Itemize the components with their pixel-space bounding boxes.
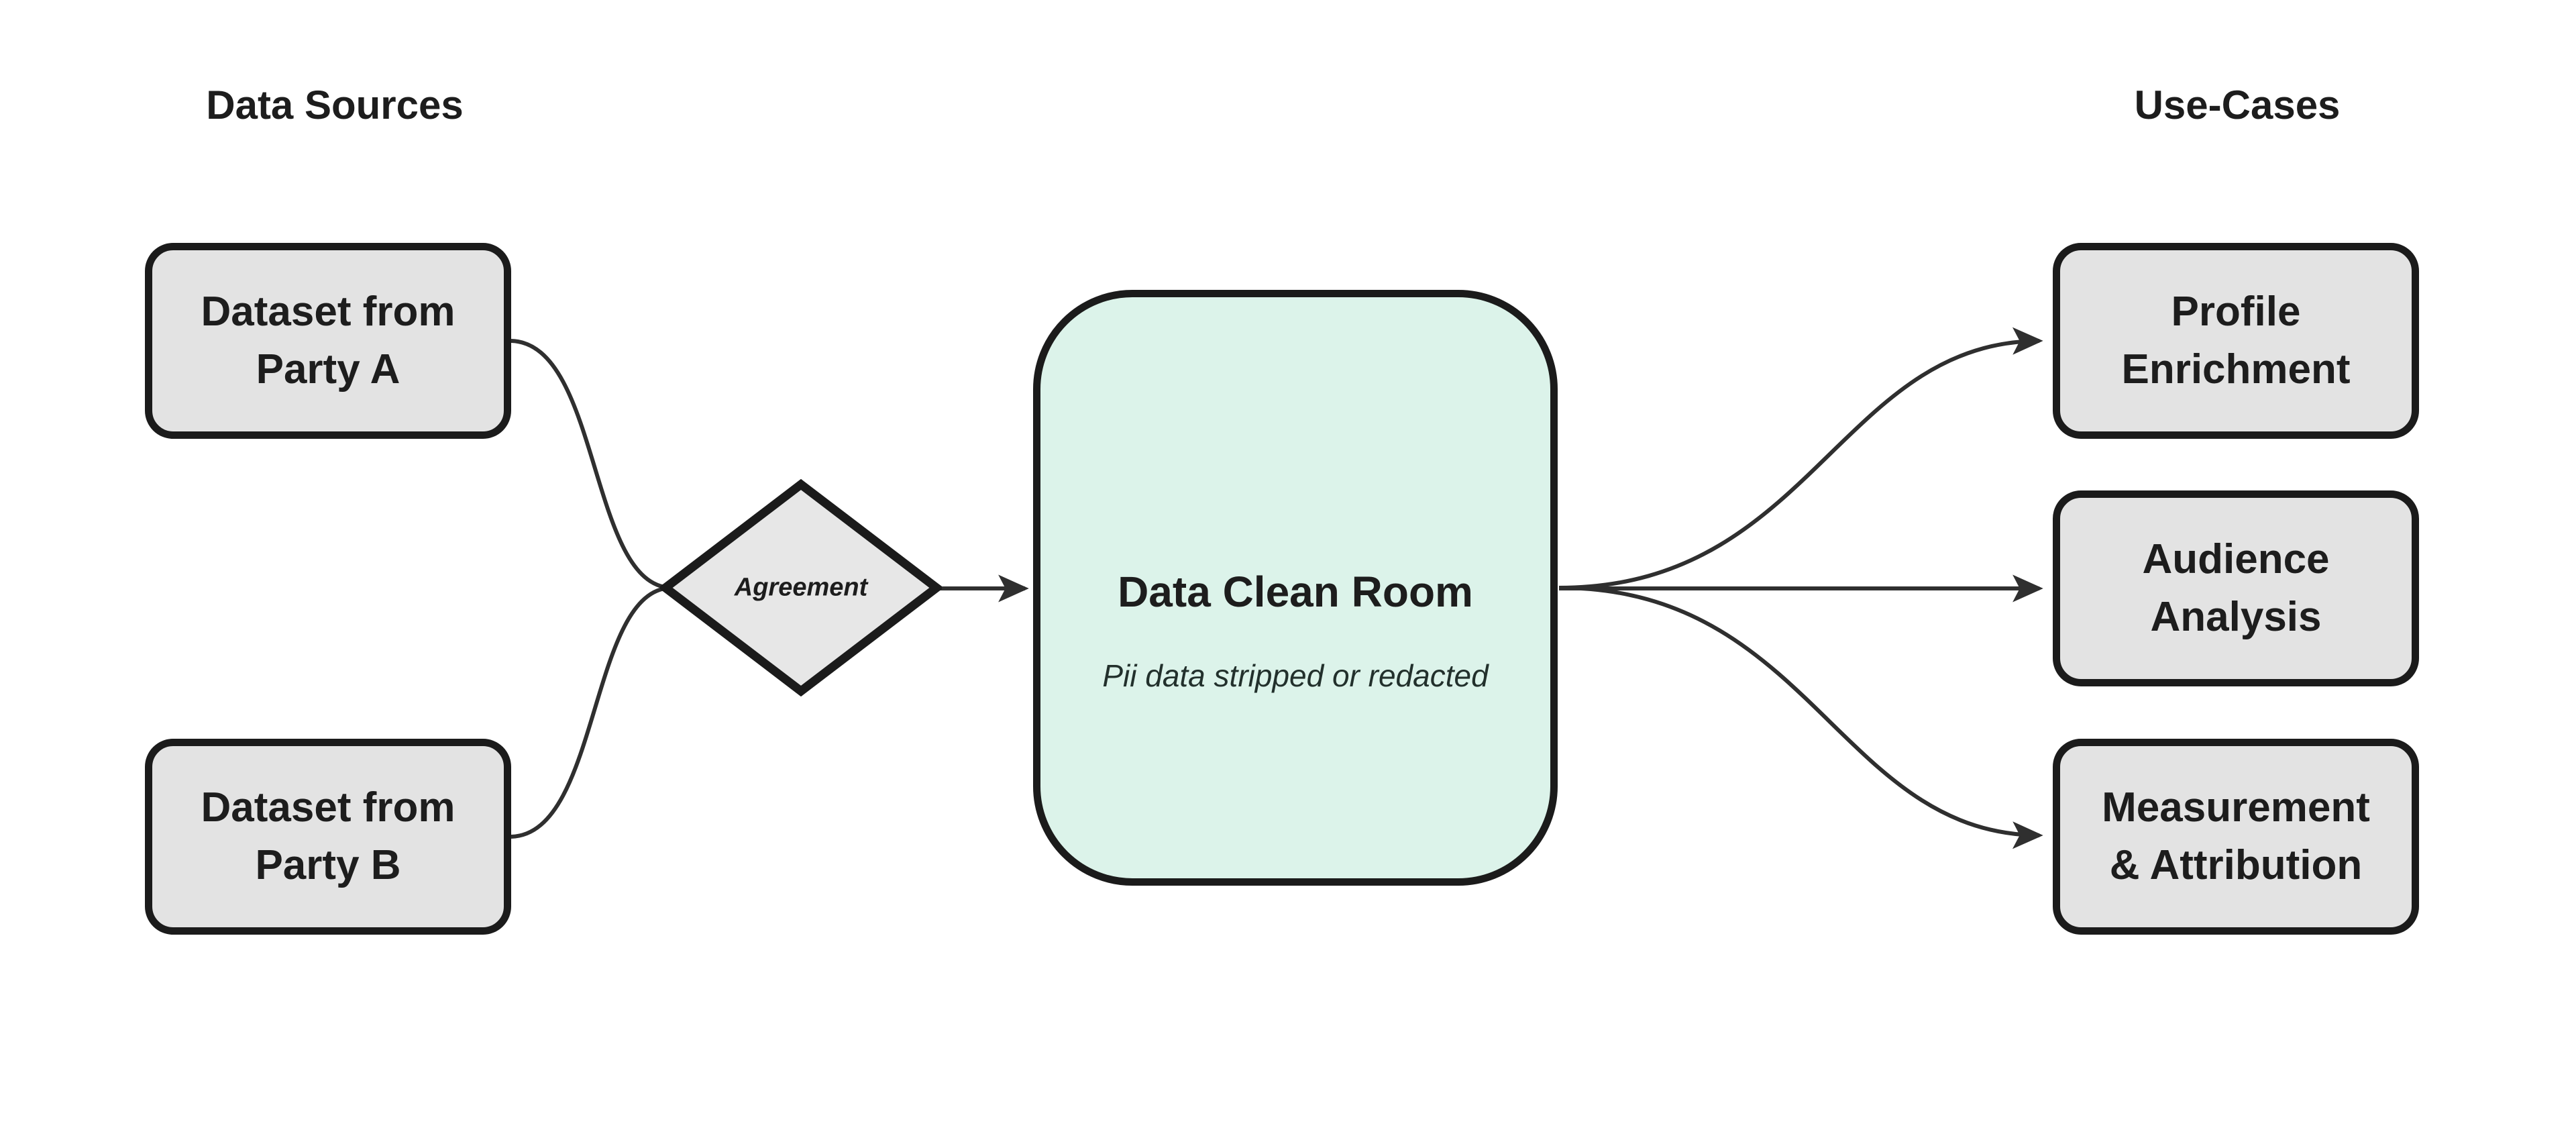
edge-party-a-to-agreement	[511, 339, 672, 590]
profile-enrichment-label: Profile Enrichment	[2121, 289, 2351, 393]
audience-analysis-label: Audience Analysis	[2142, 536, 2330, 640]
measurement-attribution-node: Measurement & Attribution	[2053, 739, 2419, 935]
agreement-label: Agreement	[734, 573, 868, 602]
audience-analysis-node: Audience Analysis	[2053, 490, 2419, 686]
data-clean-room-node: Data Clean Room Pii data stripped or red…	[1033, 290, 1558, 886]
data-clean-room-subtitle: Pii data stripped or redacted	[1102, 658, 1489, 693]
dataset-party-a-label: Dataset from Party A	[201, 289, 455, 393]
agreement-diamond-shape	[660, 479, 942, 696]
edge-clean-room-to-measurement	[1558, 586, 2043, 849]
profile-enrichment-node: Profile Enrichment	[2053, 243, 2419, 439]
measurement-attribution-label: Measurement & Attribution	[2102, 784, 2370, 888]
dataset-party-b-label: Dataset from Party B	[201, 784, 455, 888]
dataset-party-a-node: Dataset from Party A	[145, 243, 511, 439]
data-clean-room-title: Data Clean Room	[1118, 568, 1473, 616]
use-cases-heading: Use-Cases	[2134, 83, 2341, 127]
edge-clean-room-to-profile	[1558, 327, 2043, 590]
edge-party-b-to-agreement	[511, 586, 672, 839]
dataset-party-b-node: Dataset from Party B	[145, 739, 511, 935]
agreement-diamond-node: Agreement	[660, 479, 942, 696]
data-sources-heading: Data Sources	[206, 83, 464, 127]
